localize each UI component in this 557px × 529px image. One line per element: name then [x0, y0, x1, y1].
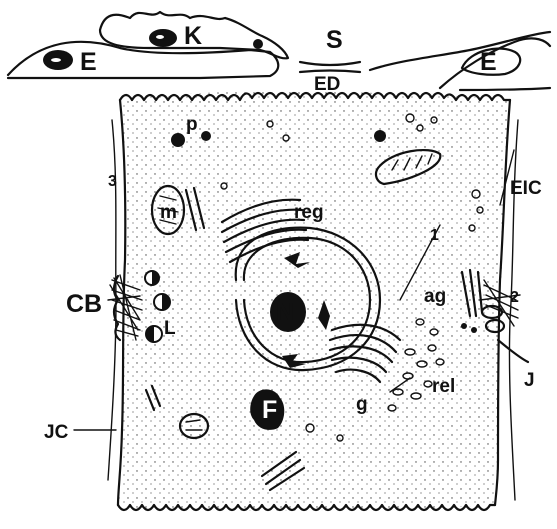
label-reg: reg: [294, 202, 324, 223]
label-j: J: [524, 370, 535, 391]
label-e-left: E: [80, 48, 97, 76]
label-3: 3: [108, 173, 117, 190]
label-1: 1: [430, 227, 439, 244]
label-f: F: [262, 396, 277, 424]
label-g: g: [356, 394, 368, 415]
label-m: m: [160, 202, 177, 223]
label-cb: CB: [66, 290, 102, 318]
label-rel: rel: [432, 376, 455, 397]
label-s: S: [326, 26, 343, 54]
endothelial-nucleus-left: [43, 50, 73, 70]
label-k: K: [184, 22, 202, 50]
label-e-right: E: [480, 48, 497, 76]
label-n: N: [276, 298, 294, 326]
label-l: L: [164, 318, 176, 339]
label-jc: JC: [44, 422, 69, 443]
label-eic: EIC: [510, 178, 542, 199]
label-p: p: [186, 114, 198, 135]
label-2: 2: [510, 289, 519, 306]
label-ed: ED: [314, 74, 340, 95]
label-ag: ag: [424, 286, 446, 307]
